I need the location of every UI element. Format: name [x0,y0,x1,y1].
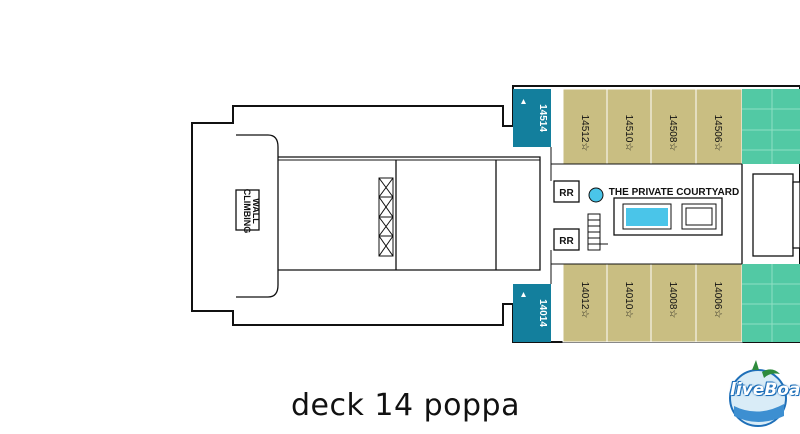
svg-text:14014: 14014 [537,299,548,327]
hot-tub [588,187,604,203]
deck-caption: deck 14 poppa [291,388,520,423]
suite-14506[interactable]: 14506☆ [695,88,743,165]
mint-area-top [742,89,800,164]
svg-text:14506☆: 14506☆ [712,115,723,152]
restroom-top [553,180,580,203]
suite-14008[interactable]: 14008☆ [650,263,697,343]
svg-text:14010☆: 14010☆ [623,282,634,319]
climbing-wall-label-2: WALL [251,198,261,224]
triangle-icon [521,99,526,104]
courtyard-label: THE PRIVATE COURTYARD [609,187,739,198]
suite-14012[interactable]: 14012☆ [562,263,608,343]
suite-14006[interactable]: 14006☆ [695,263,743,343]
suite-14512[interactable]: 14512☆ [562,88,608,165]
service-block [752,173,794,257]
suite-14010[interactable]: 14010☆ [606,263,652,343]
courtyard-furniture-inner [685,207,713,226]
svg-text:14512☆: 14512☆ [579,115,590,152]
service-block-edge [792,181,800,249]
triangle-icon [521,292,526,297]
svg-text:14508☆: 14508☆ [667,115,678,152]
pool-water [626,208,668,226]
climbing-wall-area [236,134,279,298]
suite-14508[interactable]: 14508☆ [650,88,697,165]
central-corridor [278,156,541,271]
restroom-label: RR [559,188,574,199]
stair-block [378,177,394,257]
climbing-wall-label-1: CLIMBING [242,189,252,234]
climbing-wall-box [235,189,260,231]
svg-text:14008☆: 14008☆ [667,282,678,319]
svg-text:14006☆: 14006☆ [712,282,723,319]
courtyard-stairs [587,213,608,251]
suite-14510[interactable]: 14510☆ [606,88,652,165]
restroom-label: RR [559,236,574,247]
mint-grid-bottom [742,264,800,342]
svg-text:14514: 14514 [537,104,548,132]
mint-area-bottom [742,264,800,342]
liveboat-logo: liveBoat.it [722,358,800,430]
cabin-14014[interactable]: 14014 [513,284,551,342]
cabin-14514[interactable]: 14514 [513,89,551,147]
restroom-bottom [553,228,580,251]
svg-text:14012☆: 14012☆ [579,282,590,319]
svg-text:14510☆: 14510☆ [623,115,634,152]
mint-grid-top [742,89,800,164]
